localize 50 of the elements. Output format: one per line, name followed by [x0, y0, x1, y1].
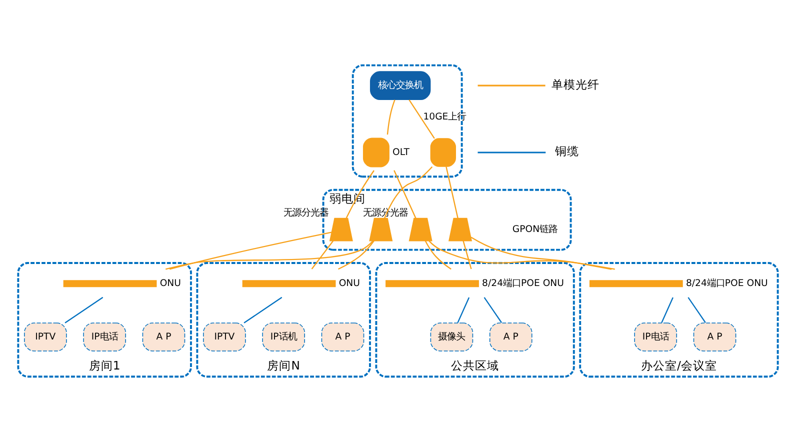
node-box: IP电话	[83, 322, 126, 351]
node-box: A P	[142, 322, 186, 351]
node-box	[362, 137, 390, 167]
connector	[384, 166, 433, 218]
connector	[457, 296, 470, 322]
edge-label: 10GE上行	[423, 111, 466, 122]
connector	[166, 240, 374, 270]
node-label: 8/24端口POE ONU	[482, 278, 564, 289]
label: GPON链路	[512, 223, 558, 234]
node-box: IP电话	[634, 322, 678, 351]
node-box	[430, 138, 456, 166]
connector	[462, 240, 472, 269]
node-box: IPTV	[203, 322, 246, 351]
node-label: ONU	[160, 278, 181, 289]
node-box: A P	[693, 322, 736, 351]
node-label: OLT	[392, 146, 410, 158]
connector	[169, 231, 332, 270]
connector	[346, 170, 374, 218]
connector	[424, 240, 452, 270]
node-box: 核心交换机	[370, 70, 431, 100]
connector	[386, 99, 396, 134]
legend-label: 铜缆	[554, 144, 579, 158]
node-box: A P	[321, 322, 364, 351]
connector	[244, 296, 282, 323]
node-trapezium	[329, 217, 353, 241]
node-box: IP话机	[262, 322, 305, 351]
node-bar	[386, 280, 479, 287]
node-label: ONU	[338, 278, 360, 289]
connector	[446, 166, 458, 218]
node-label: 8/24端口POE ONU	[686, 278, 768, 289]
connector	[688, 296, 706, 322]
legend-label: 单模光纤	[551, 76, 600, 91]
node-bar	[63, 280, 157, 287]
node-trapezium	[448, 217, 472, 241]
connector	[394, 170, 416, 218]
connector	[338, 240, 374, 270]
node-bar	[242, 280, 336, 287]
connector	[484, 296, 502, 322]
connector	[64, 296, 104, 323]
node-box: A P	[489, 322, 532, 351]
connector	[408, 99, 435, 138]
connector	[661, 296, 674, 322]
node-bar	[589, 280, 683, 287]
node-trapezium	[408, 217, 432, 241]
node-box: 摄像头	[430, 322, 474, 351]
connector	[470, 236, 612, 270]
node-trapezium	[369, 217, 393, 241]
node-box: IPTV	[24, 322, 67, 351]
connector	[428, 240, 615, 270]
connector	[311, 240, 334, 269]
